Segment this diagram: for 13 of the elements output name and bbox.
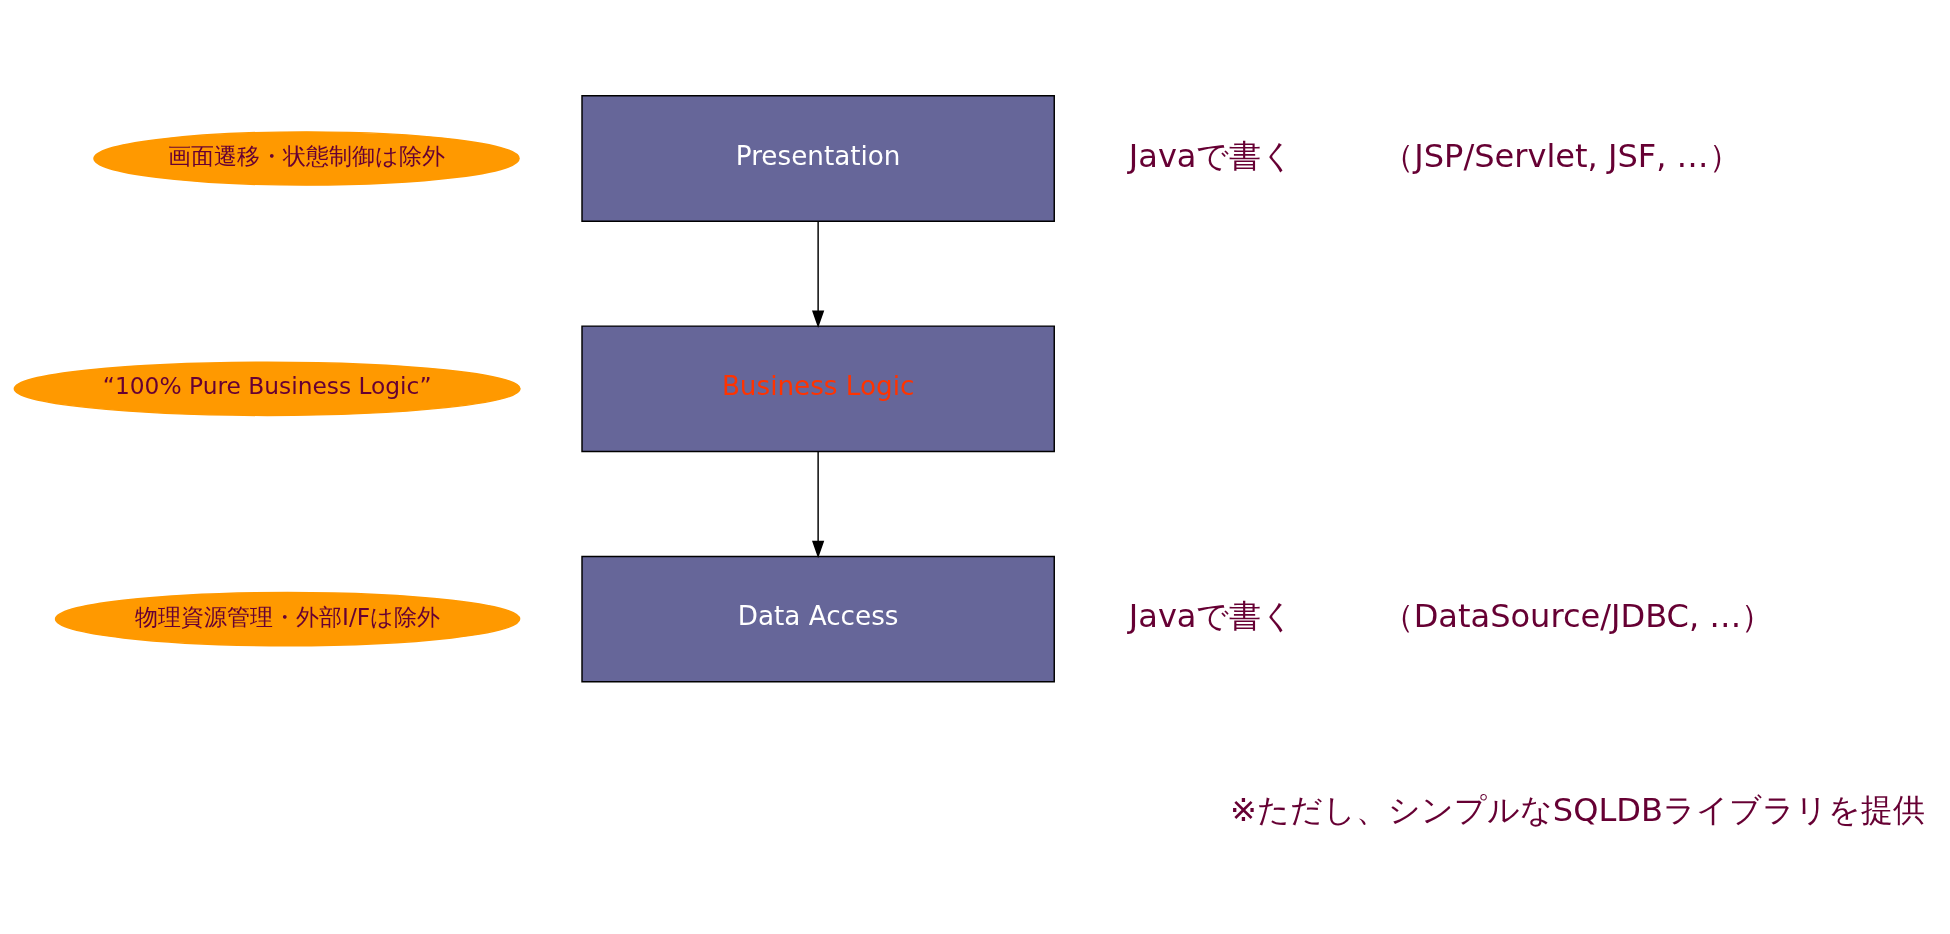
label: Javaで書く — [1128, 136, 1295, 175]
arrow — [812, 450, 825, 558]
node-ellipse: 物理資源管理・外部I/Fは除外 — [54, 591, 521, 646]
node-ellipse: “100% Pure Business Logic” — [13, 360, 521, 416]
node-box: Data Access — [581, 555, 1055, 682]
node-box: Presentation — [581, 94, 1055, 222]
label: （JSP/Servlet, JSF, …） — [1382, 136, 1741, 175]
arrow — [812, 220, 825, 328]
label: （DataSource/JDBC, …） — [1381, 596, 1774, 635]
label: ※ただし、シンプルなSQLDBライブラリを提供 — [1230, 790, 1925, 829]
node-ellipse: 画面遷移・状態制御は除外 — [93, 130, 520, 186]
node-box: Business Logic — [581, 324, 1055, 452]
label: Javaで書く — [1128, 596, 1295, 635]
